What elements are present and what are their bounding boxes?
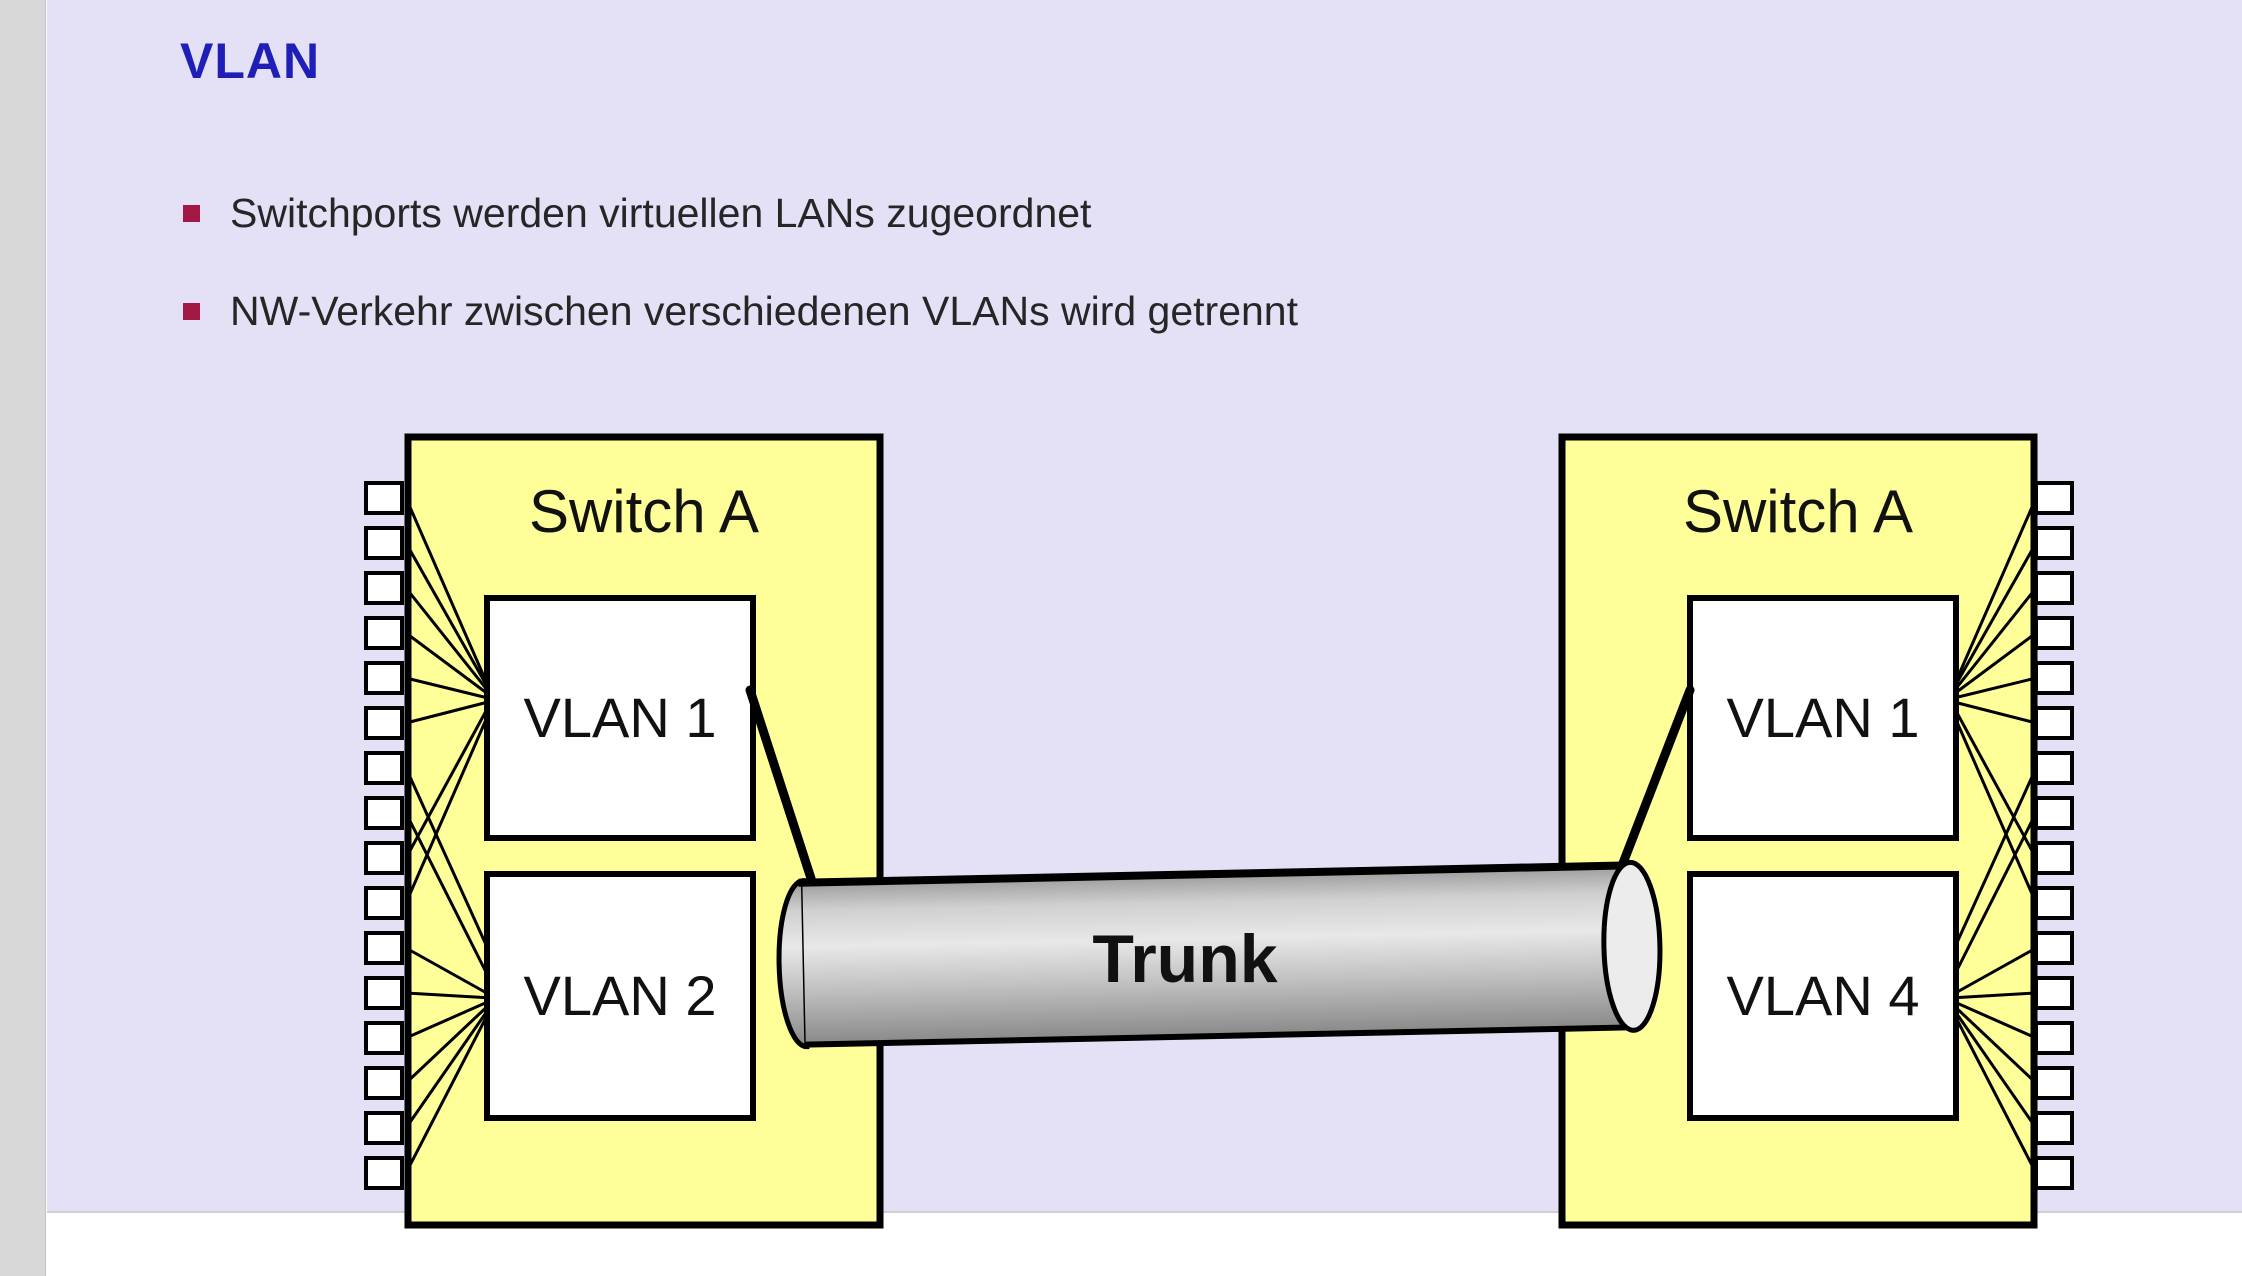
- trunk-body: [802, 863, 1634, 1047]
- bullet-text: NW-Verkehr zwischen verschiedenen VLANs …: [230, 288, 1299, 334]
- left-switch-ports: [364, 481, 404, 1190]
- trunk-link-right: [1613, 685, 1695, 881]
- trunk-outline-bottom: [804, 1024, 1634, 1048]
- left-switch-port-links: [404, 497, 494, 1174]
- trunk-outline-top: [798, 861, 1635, 887]
- trunk-cylinder: Trunk: [776, 859, 1663, 1050]
- right-vlan-bottom-box: [1687, 871, 1959, 1121]
- bullet-item: NW-Verkehr zwischen verschiedenen VLANs …: [183, 288, 1298, 335]
- right-switch-port-links: [1948, 497, 2038, 1174]
- bullet-marker-icon: [183, 205, 200, 222]
- bullet-marker-icon: [183, 303, 200, 320]
- viewer-gutter: [0, 0, 46, 1276]
- right-vlan-top-label: VLAN 1: [1727, 686, 1920, 749]
- trunk-link-left: [745, 685, 823, 905]
- left-vlan-top-label: VLAN 1: [524, 686, 717, 749]
- left-vlan-top-box: [484, 595, 756, 841]
- bullet-text: Switchports werden virtuellen LANs zugeo…: [230, 190, 1092, 236]
- left-vlan-bottom-label: VLAN 2: [524, 964, 717, 1027]
- trunk-label: Trunk: [1092, 921, 1277, 997]
- left-switch: Switch A VLAN 1 VLAN 2: [364, 433, 884, 1229]
- right-vlan-bottom-label: VLAN 4: [1727, 964, 1920, 1027]
- left-vlan-bottom-box: [484, 871, 756, 1121]
- slide-title: VLAN: [180, 33, 321, 89]
- right-vlan-top-box: [1687, 595, 1959, 841]
- right-switch-label: Switch A: [1683, 478, 1913, 545]
- left-switch-label: Switch A: [529, 478, 759, 545]
- right-switch: Switch A VLAN 1 VLAN 4: [1558, 433, 2074, 1229]
- right-switch-ports: [2034, 481, 2074, 1190]
- trunk-right-cap: [1601, 859, 1663, 1033]
- bullet-item: Switchports werden virtuellen LANs zugeo…: [183, 190, 1091, 237]
- trunk-left-cap: [776, 878, 810, 1050]
